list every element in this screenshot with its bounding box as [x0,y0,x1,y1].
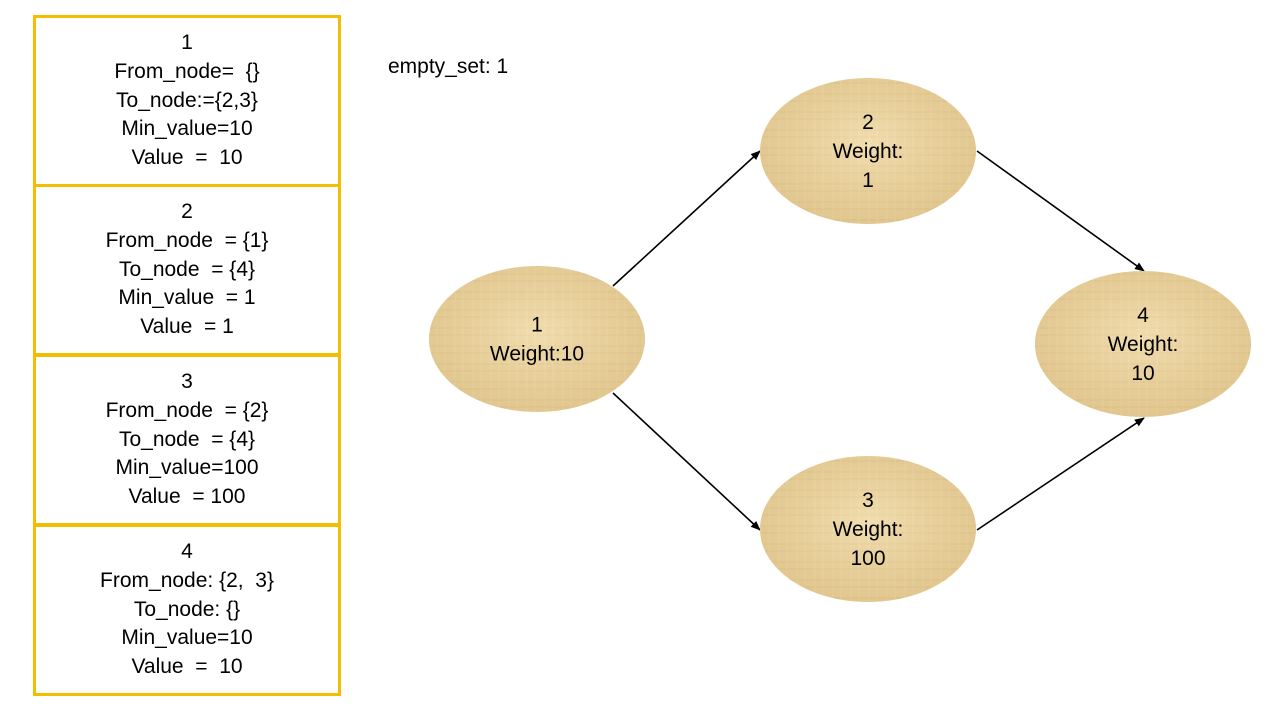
card-min-value: Min_value = 1 [118,286,256,310]
node-label-line: Weight:10 [490,343,584,366]
edge-2-to-4 [976,150,1145,272]
node-label-line: 2 [862,111,874,134]
node-label-line: Weight: [1108,333,1179,356]
card-to-node: To_node = {4} [118,257,256,281]
edge-1-to-3 [612,392,761,531]
card-value: Value = 100 [128,485,246,509]
card-value: Value = 1 [140,315,234,339]
node-label-line: 1 [862,169,874,192]
edge-3-to-4 [976,417,1145,531]
card-min-value: Min_value=100 [115,456,259,480]
node-card-4: 4 From_node: {2, 3} To_node: {} Min_valu… [33,524,341,696]
node-label-line: 1 [531,314,543,337]
node-label-line: 3 [862,489,874,512]
node-ellipse-shade [760,456,976,602]
node-ellipse-shade [760,78,976,224]
card-from-node: From_node = {1} [105,228,269,252]
card-from-node: From_node = {2} [105,398,269,422]
edge-1-to-2 [612,150,761,287]
card-node-id: 2 [181,200,193,223]
card-to-node: To_node:={2,3} [116,88,258,112]
node-ellipse-shade [1035,271,1251,417]
card-to-node: To_node = {4} [118,427,256,451]
card-from-node: From_node: {2, 3} [100,568,274,592]
card-node-id: 4 [181,540,193,563]
empty-set-label: empty_set: 1 [388,55,509,78]
card-min-value: Min_value=10 [121,117,253,141]
card-value: Value = 10 [131,146,243,170]
card-node-id: 3 [181,370,193,393]
card-value: Value = 10 [131,655,243,679]
card-to-node: To_node: {} [133,597,241,621]
node-ellipse-shade [429,266,645,412]
node-label-line: Weight: [833,140,904,163]
node-label-line: Weight: [833,518,904,541]
node-label-line: 4 [1137,304,1149,327]
card-min-value: Min_value=10 [121,626,253,650]
node-card-3: 3 From_node = {2} To_node = {4} Min_valu… [33,354,341,526]
node-label-line: 10 [1131,362,1154,385]
card-node-id: 1 [181,31,193,54]
node-card-1: 1 From_node= {} To_node:={2,3} Min_value… [33,15,341,187]
node-info-panel: 1 From_node= {} To_node:={2,3} Min_value… [33,15,341,696]
card-from-node: From_node= {} [114,59,260,83]
node-label-line: 100 [850,547,885,570]
